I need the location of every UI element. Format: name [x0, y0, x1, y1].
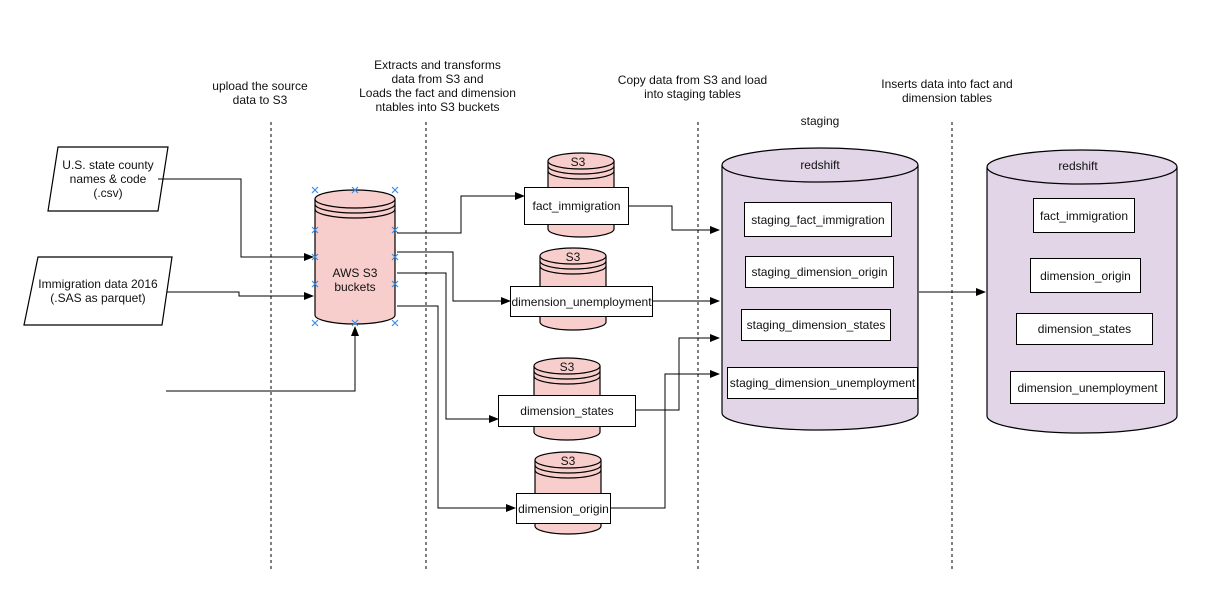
staging-table-fact-immigration[interactable]: staging_fact_immigration — [744, 202, 892, 237]
aws-s3-bucket-cylinder[interactable] — [314, 189, 396, 325]
aws-s3-bucket-label: AWS S3 buckets — [332, 266, 378, 294]
s3-label-3: S3 — [560, 360, 575, 374]
connector-fact-to-staging — [629, 205, 720, 234]
s3-table-fact-immigration[interactable]: fact_immigration — [524, 187, 629, 225]
connector-bucket-to-origin — [397, 305, 516, 512]
s3-label-1: S3 — [571, 155, 586, 169]
final-table-dimension-origin[interactable]: dimension_origin — [1030, 258, 1141, 293]
stage-label-copy: Copy data from S3 and load into staging … — [617, 73, 768, 101]
staging-label: staging — [800, 114, 840, 128]
redshift-final-title: redshift — [1058, 159, 1098, 173]
staging-table-dimension-unemployment[interactable]: staging_dimension_unemployment — [727, 367, 918, 399]
connector-bucket-to-unemployment — [397, 251, 511, 305]
final-table-dimension-unemployment[interactable]: dimension_unemployment — [1010, 371, 1165, 404]
connector-bucket-to-states — [397, 272, 499, 423]
connector-csv-to-bucket — [158, 178, 314, 261]
s3-table-dimension-states[interactable]: dimension_states — [498, 395, 636, 427]
s3-label-2: S3 — [566, 250, 581, 264]
connector-sas-to-bucket — [167, 291, 314, 300]
source-csv-label: U.S. state county names & code (.csv) — [62, 158, 154, 200]
connector-bucket-to-fact — [397, 192, 525, 234]
staging-table-dimension-origin[interactable]: staging_dimension_origin — [745, 256, 894, 288]
s3-label-4: S3 — [561, 454, 576, 468]
s3-table-dimension-unemployment[interactable]: dimension_unemployment — [510, 286, 653, 317]
source-csv-shape[interactable] — [47, 146, 169, 212]
connector-origin-to-staging — [611, 370, 720, 509]
source-sas-shape[interactable] — [23, 256, 173, 326]
redshift-final-cylinder[interactable] — [986, 149, 1178, 434]
staging-table-dimension-states[interactable]: staging_dimension_states — [741, 309, 891, 341]
stage-label-transform: Extracts and transforms data from S3 and… — [359, 58, 516, 114]
stage-label-upload: upload the source data to S3 — [212, 79, 308, 107]
stage-label-insert: Inserts data into fact and dimension tab… — [881, 77, 1013, 105]
redshift-staging-title: redshift — [800, 158, 840, 172]
connector-input-to-bucket — [166, 326, 359, 392]
final-table-fact-immigration[interactable]: fact_immigration — [1033, 198, 1135, 233]
connectors — [158, 178, 986, 512]
s3-table-dimension-origin[interactable]: dimension_origin — [516, 493, 611, 524]
final-table-dimension-states[interactable]: dimension_states — [1016, 313, 1153, 345]
stage-separators — [270, 122, 953, 571]
source-sas-label: Immigration data 2016 (.SAS as parquet) — [38, 277, 158, 305]
